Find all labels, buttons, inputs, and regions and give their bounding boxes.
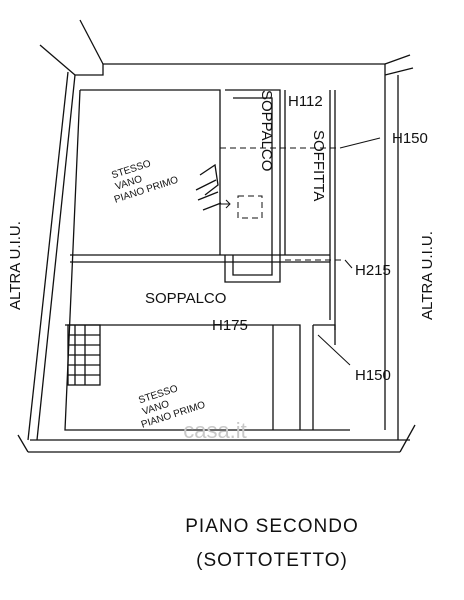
stair-arrow-icon (218, 199, 231, 209)
floor-subtitle: (SOTTOTETTO) (196, 550, 348, 571)
neighbor-label-right: ALTRA U.I.U. (419, 231, 436, 320)
height-label-h215: H215 (355, 262, 391, 279)
height-label-h150-top: H150 (392, 130, 428, 147)
watermark-text: casa.it (183, 418, 247, 443)
height-label-h112: H112 (288, 93, 323, 110)
plan-walls (17, 19, 416, 453)
room-label-soppalco-middle: SOPPALCO (145, 290, 226, 307)
neighbor-label-left: ALTRA U.I.U. (7, 221, 24, 310)
stairs-note-upper: STESSO VANO PIANO PRIMO (110, 158, 180, 205)
height-label-h175: H175 (212, 317, 248, 334)
leader-lines (317, 137, 381, 366)
room-label-soffitta: SOFFITTA (310, 130, 327, 201)
floor-title: PIANO SECONDO (185, 516, 358, 537)
height-label-h150-bottom: H150 (355, 367, 391, 384)
room-label-soppalco-upper: SOPPALCO (258, 90, 275, 171)
dashed-lines (220, 147, 345, 261)
